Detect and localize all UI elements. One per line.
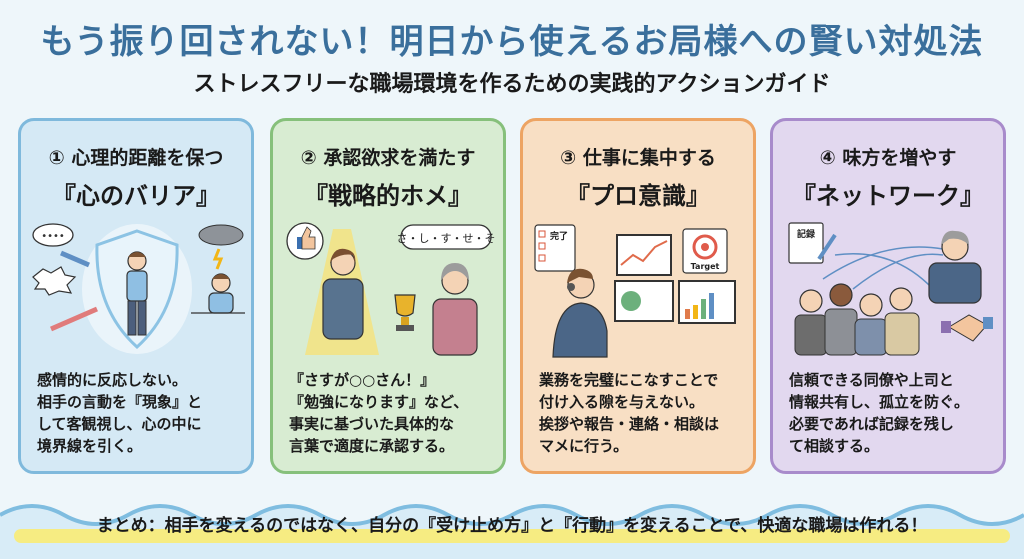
speech-bubble-icon: •••• bbox=[32, 223, 74, 247]
summary-text: まとめ：相手を変えるのではなく、自分の『受け止め方』と『行動』を変えることで、快… bbox=[96, 516, 928, 536]
svg-text:記録: 記録 bbox=[797, 228, 816, 240]
svg-text:Target: Target bbox=[691, 262, 720, 271]
card-psychological-distance: ① 心理的距離を保つ 『心のバリア』 •••• bbox=[18, 118, 254, 474]
shield-barrier-illustration: •••• bbox=[31, 219, 245, 359]
observer-person-icon bbox=[191, 273, 245, 314]
angry-bubble-icon bbox=[32, 266, 77, 296]
page-title: もう振り回されない！明日から使えるお局様への賢い対処法 bbox=[40, 22, 984, 62]
speech-bubble-icon: さ・し・す・せ・そ bbox=[397, 224, 496, 250]
svg-text:••••: •••• bbox=[41, 231, 65, 242]
team-network-illustration: 記録 bbox=[783, 219, 993, 359]
notebook-icon: 記録 bbox=[788, 222, 837, 264]
woman-person-icon bbox=[322, 248, 364, 340]
colleagues-group-icon bbox=[794, 283, 920, 356]
checklist-icon: 完了 bbox=[534, 224, 576, 272]
card-keyword: 『戦略的ホメ』 bbox=[304, 182, 472, 210]
praise-trophy-illustration: さ・し・す・せ・そ bbox=[283, 219, 496, 359]
card-body: 業務を完璧にこなすことで 付け入る隙を与えない。 挨拶や報告・連絡・相談は マメ… bbox=[539, 371, 720, 455]
summary-banner: まとめ：相手を変えるのではなく、自分の『受け止め方』と『行動』を変えることで、快… bbox=[14, 511, 1010, 543]
trophy-icon bbox=[394, 294, 416, 331]
svg-text:さ・し・す・せ・そ: さ・し・す・せ・そ bbox=[397, 232, 496, 245]
focused-worker-illustration: 完了 Target bbox=[533, 219, 743, 359]
monitor-chart-icon bbox=[614, 234, 736, 324]
card-heading: ② 承認欲求を満たす bbox=[300, 147, 476, 169]
arrow-icon bbox=[50, 306, 98, 332]
card-body: 『さすが○○さん！』 『勉強になります』など、 事実に基づいた具体的な 言葉で適… bbox=[289, 371, 469, 455]
arrow-icon bbox=[60, 250, 90, 268]
thumbs-up-bubble-icon bbox=[286, 222, 324, 260]
senior-woman-person-icon bbox=[432, 263, 478, 356]
card-body: 信頼できる同僚や上司と 情報共有し、孤立を防ぐ。 必要であれば記録を残し て相談… bbox=[789, 371, 970, 455]
svg-text:完了: 完了 bbox=[550, 230, 568, 242]
card-heading: ① 心理的距離を保つ bbox=[48, 147, 224, 169]
card-recognition: ② 承認欲求を満たす 『戦略的ホメ』 さ・し・す・せ・そ bbox=[270, 118, 506, 474]
page-subtitle: ストレスフリーな職場環境を作るための実践的アクションガイド bbox=[193, 72, 831, 97]
card-keyword: 『ネットワーク』 bbox=[792, 182, 984, 210]
storm-cloud-icon bbox=[198, 224, 244, 270]
card-keyword: 『心のバリア』 bbox=[52, 182, 220, 210]
card-keyword: 『プロ意識』 bbox=[566, 182, 710, 210]
summary-highlight bbox=[14, 529, 1010, 543]
worker-person-icon bbox=[552, 268, 608, 358]
card-professionalism: ③ 仕事に集中する 『プロ意識』 完了 bbox=[520, 118, 756, 474]
person-icon bbox=[126, 251, 148, 336]
card-heading: ④ 味方を増やす bbox=[819, 147, 957, 169]
card-heading: ③ 仕事に集中する bbox=[560, 147, 716, 169]
card-network: ④ 味方を増やす 『ネットワーク』 記録 bbox=[770, 118, 1006, 474]
target-icon: Target bbox=[682, 228, 728, 274]
card-body: 感情的に反応しない。 相手の言動を『現象』と して客観視し、心の中に 境界線を引… bbox=[37, 371, 203, 455]
handshake-icon bbox=[941, 314, 993, 342]
boss-person-icon bbox=[928, 230, 982, 304]
